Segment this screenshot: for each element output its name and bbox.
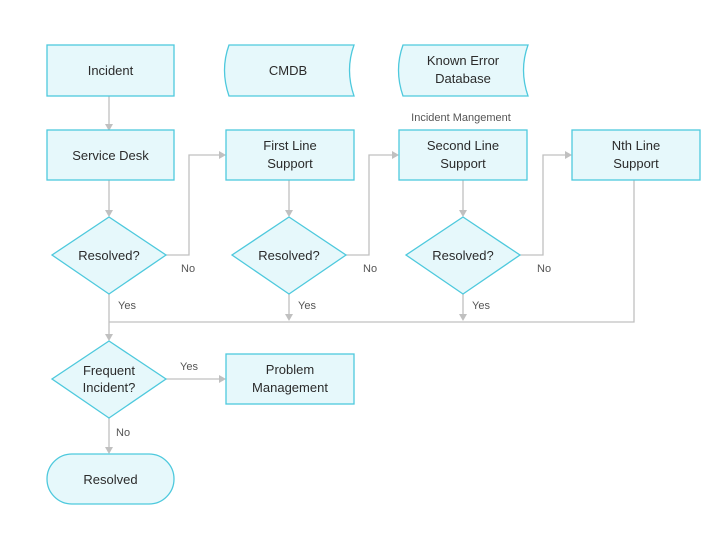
edge-resolved-2-no [346, 154, 392, 256]
arrowhead [219, 375, 226, 383]
edge-nth-line-to-merge [109, 180, 635, 323]
resolved-terminal [46, 453, 175, 505]
arrowhead [219, 151, 226, 159]
arrowhead [285, 210, 293, 217]
edge-resolved-3-no [520, 154, 565, 256]
edge-label-no-1: No [181, 263, 195, 275]
resolved-terminal-label: Resolved [83, 472, 137, 487]
arrowhead [105, 334, 113, 341]
problem-label-line2: Management [252, 380, 328, 395]
service-desk-label: Service Desk [72, 148, 149, 163]
edge-label-no-3: No [537, 263, 551, 275]
first-line-label-line2: Support [267, 156, 313, 171]
nth-line-label-line2: Support [613, 156, 659, 171]
known-error-label-line1: Known Error [427, 53, 500, 68]
edge-label-yes-1: Yes [118, 300, 136, 312]
resolved-decision-2-label: Resolved? [258, 248, 319, 263]
incident-management-annotation: Incident Mangement [411, 112, 511, 124]
problem-label-line1: Problem [266, 362, 314, 377]
second-line-support-node [398, 129, 528, 181]
incident-label: Incident [88, 63, 134, 78]
arrowhead [105, 210, 113, 217]
arrowhead [392, 151, 399, 159]
cmdb-label: CMDB [269, 63, 307, 78]
arrowhead [459, 210, 467, 217]
nth-line-support-node [571, 129, 701, 181]
resolved-decision-1 [50, 216, 168, 295]
edge-label-yes-3: Yes [472, 300, 490, 312]
resolved-decision-2 [230, 216, 348, 295]
arrowhead [285, 314, 293, 321]
known-error-label-line2: Database [435, 71, 491, 86]
frequent-label-line2: Incident? [83, 380, 136, 395]
resolved-decision-3 [404, 216, 522, 295]
arrowhead [105, 447, 113, 454]
second-line-label-line2: Support [440, 156, 486, 171]
edges [105, 96, 635, 454]
known-error-database-node [397, 44, 529, 97]
resolved-decision-1-label: Resolved? [78, 248, 139, 263]
edge-label-no-2: No [363, 263, 377, 275]
second-line-label-line1: Second Line [427, 138, 499, 153]
edge-label-no-frequent: No [116, 427, 130, 439]
problem-management-node [225, 353, 355, 405]
frequent-label-line1: Frequent [83, 363, 135, 378]
arrowhead [565, 151, 572, 159]
frequent-incident-decision [50, 340, 168, 419]
incident-node [46, 44, 175, 97]
edge-resolved-1-no [166, 154, 219, 256]
cmdb-node [223, 44, 355, 97]
service-desk-node [46, 129, 175, 181]
first-line-label-line1: First Line [263, 138, 316, 153]
arrowhead [459, 314, 467, 321]
resolved-decision-3-label: Resolved? [432, 248, 493, 263]
edge-label-yes-2: Yes [298, 300, 316, 312]
arrowhead [105, 124, 113, 131]
edge-label-yes-frequent: Yes [180, 361, 198, 373]
first-line-support-node [225, 129, 355, 181]
nth-line-label-line1: Nth Line [612, 138, 660, 153]
